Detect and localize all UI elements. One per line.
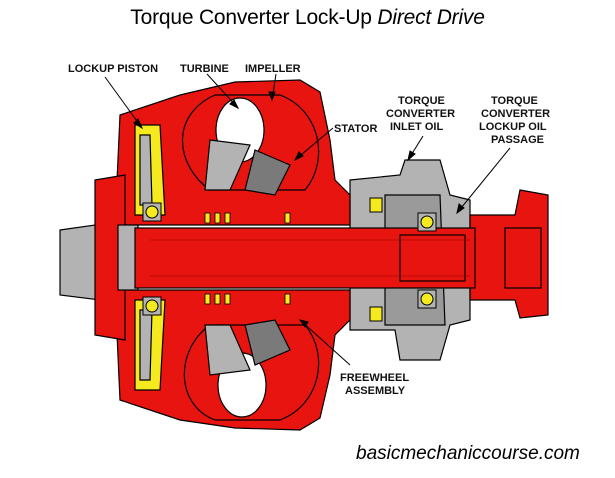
label-freewheel-1: FREEWHEEL [340, 372, 409, 384]
title-italic: Direct Drive [377, 6, 485, 29]
label-lockup-oil-2: CONVERTER [481, 108, 550, 120]
label-turbine: TURBINE [180, 63, 229, 75]
label-inlet-oil-3: INLET OIL [390, 121, 443, 133]
label-stator: STATOR [334, 123, 377, 135]
leader-lines [104, 73, 511, 366]
label-inlet-oil-2: CONVERTER [386, 108, 455, 120]
label-lockup-oil-1: TORQUE [491, 95, 538, 107]
title-main: Torque Converter Lock-Up [130, 6, 378, 29]
output-flange [469, 189, 549, 319]
converter-lower [114, 289, 351, 431]
website-watermark: basicmechaniccourse.com [356, 443, 580, 464]
label-lockup-piston: LOCKUP PISTON [68, 63, 158, 75]
label-inlet-oil-1: TORQUE [398, 95, 445, 107]
label-freewheel-2: ASSEMBLY [345, 385, 406, 397]
label-lockup-oil-4: PASSAGE [491, 134, 544, 146]
label-impeller: IMPELLER [245, 63, 301, 75]
input-shaft [134, 227, 476, 289]
freewheel-rollers [204, 212, 291, 305]
label-lockup-oil-3: LOCKUP OIL [479, 121, 547, 133]
pilot-hub [94, 174, 139, 341]
page-title: Torque Converter Lock-Up Direct Drive [0, 6, 615, 30]
bearings [142, 197, 437, 322]
converter-upper [114, 79, 351, 226]
